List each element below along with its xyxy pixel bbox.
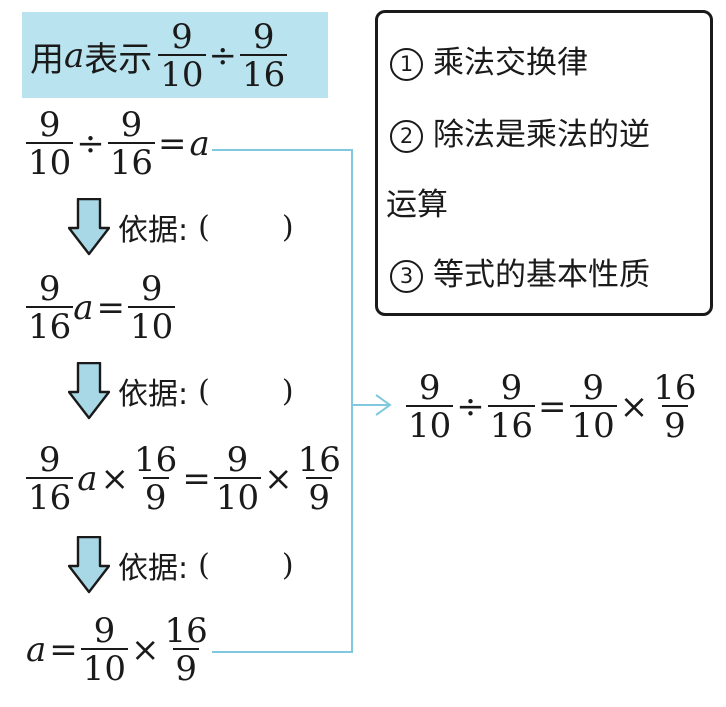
title-fraction-1: 9 10 bbox=[158, 17, 206, 95]
fraction: 9 10 bbox=[128, 269, 176, 347]
basis-label: 依据: bbox=[118, 551, 189, 586]
step1-equation: 9 10 ÷ 9 16 = a bbox=[26, 105, 210, 183]
basis-label: 依据: bbox=[118, 213, 189, 248]
title-var: a bbox=[64, 36, 85, 76]
title: 用 a 表示 9 10 ÷ 9 16 bbox=[30, 17, 288, 95]
down-arrow-icon bbox=[68, 198, 110, 256]
step4-equation: a = 9 10 × 16 9 bbox=[26, 611, 208, 689]
basis-row-2: 依据: () bbox=[68, 362, 294, 420]
down-arrow-icon bbox=[68, 536, 110, 594]
fraction: 9 10 bbox=[213, 440, 262, 518]
fraction: 9 16 bbox=[26, 269, 74, 347]
down-arrow-icon bbox=[68, 362, 110, 420]
title-fraction-2: 9 16 bbox=[240, 17, 288, 95]
title-suffix: 表示 bbox=[84, 39, 153, 80]
fraction: 16 9 bbox=[297, 440, 341, 518]
fraction: 9 10 bbox=[26, 105, 74, 183]
fraction: 9 16 bbox=[107, 105, 156, 183]
fraction: 9 16 bbox=[26, 440, 74, 518]
fraction: 16 9 bbox=[134, 440, 178, 518]
circled-number: 2 bbox=[390, 120, 423, 153]
basis-row-1: 依据: () bbox=[68, 198, 294, 256]
option-2-continued: 运算 bbox=[386, 187, 448, 223]
fraction: 9 10 bbox=[569, 368, 617, 446]
fraction: 9 10 bbox=[80, 611, 129, 689]
answer-blank-2[interactable]: () bbox=[198, 373, 294, 409]
answer-blank-1[interactable]: () bbox=[198, 209, 294, 245]
result-equation: 9 10 ÷ 9 16 = 9 10 × 16 9 bbox=[406, 368, 697, 446]
circled-number: 1 bbox=[390, 48, 423, 81]
step2-equation: 9 16 a = 9 10 bbox=[26, 269, 176, 347]
title-div-op: ÷ bbox=[208, 36, 238, 76]
fraction: 9 16 bbox=[487, 368, 536, 446]
circled-number: 3 bbox=[390, 260, 423, 293]
title-prefix: 用 bbox=[30, 39, 64, 80]
fraction: 16 9 bbox=[653, 368, 697, 446]
basis-row-3: 依据: () bbox=[68, 536, 294, 594]
answer-blank-3[interactable]: () bbox=[198, 547, 294, 583]
fraction: 9 10 bbox=[406, 368, 454, 446]
fraction: 16 9 bbox=[164, 611, 208, 689]
basis-label: 依据: bbox=[118, 377, 189, 412]
step3-equation: 9 16 a × 16 9 = 9 10 × 16 9 bbox=[26, 440, 341, 518]
